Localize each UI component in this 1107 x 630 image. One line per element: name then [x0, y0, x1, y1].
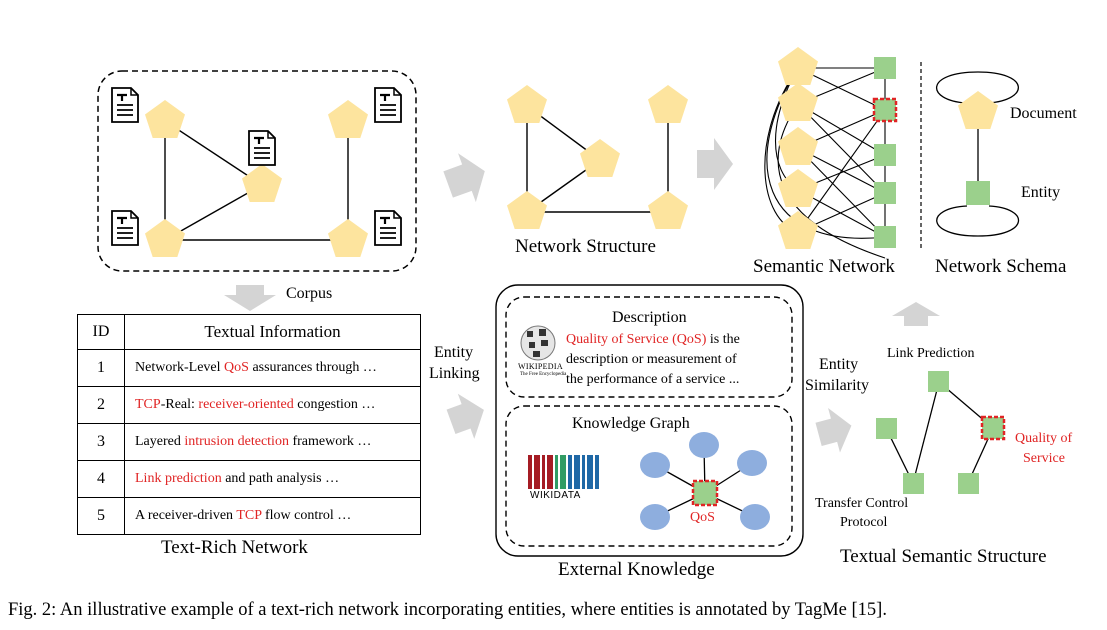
- row-text-part: framework …: [288, 434, 372, 449]
- transfer-control-label-line2: Protocol: [840, 515, 888, 530]
- wikipedia-tagline: The Free Encyclopedia: [520, 372, 567, 377]
- network-schema-label: Network Schema: [935, 256, 1067, 277]
- row-text-part: -Real:: [160, 397, 199, 412]
- entity-similarity-label-line2: Similarity: [805, 377, 869, 394]
- document-icon: [110, 86, 140, 124]
- text-rich-network-label: Text-Rich Network: [161, 537, 308, 558]
- entity-similarity-label-line1: Entity: [819, 356, 859, 373]
- row-text: Layered intrusion detection framework …: [124, 423, 421, 461]
- link-prediction-label: Link Prediction: [887, 346, 975, 361]
- semantic-network-label: Semantic Network: [753, 256, 895, 277]
- row-text-part: and path analysis …: [221, 471, 340, 486]
- document-node: [145, 100, 185, 138]
- document-node: [328, 219, 368, 257]
- document-label: Document: [1010, 105, 1077, 122]
- knowledge-graph-title: Knowledge Graph: [572, 415, 690, 432]
- description-line1: Quality of Service (QoS) is the: [566, 332, 740, 348]
- row-id: 4: [77, 460, 125, 498]
- row-text-part: A receiver-driven: [135, 508, 237, 523]
- wikipedia-name: WIKIPEDIA: [518, 362, 563, 371]
- wikipedia-globe-icon: [520, 325, 556, 361]
- network-structure-graph: [507, 85, 688, 229]
- row-text: TCP-Real: receiver-oriented congestion …: [124, 386, 421, 424]
- entity-label: Entity: [1021, 184, 1061, 201]
- row-text: Link prediction and path analysis …: [124, 460, 421, 498]
- row-id: 5: [77, 497, 125, 535]
- network-schema-graph: [936, 71, 1020, 237]
- corpus-label: Corpus: [286, 285, 333, 302]
- row-text: Network-Level QoS assurances through …: [124, 349, 421, 387]
- entity-mention: QoS: [224, 360, 249, 375]
- row-text-part: Network-Level: [135, 360, 225, 375]
- document-node: [242, 164, 282, 202]
- description-line3: the performance of a service ...: [566, 372, 740, 387]
- textual-semantic-graph: [876, 371, 1006, 494]
- entity-linking-label-line1: Entity: [434, 344, 474, 361]
- row-text-part: Layered: [135, 434, 185, 449]
- row-text-part: assurances through …: [248, 360, 377, 375]
- knowledge-graph: [640, 432, 770, 530]
- arrow-right: [815, 408, 852, 453]
- corpus-network-box: [97, 70, 417, 272]
- row-text: A receiver-driven TCP flow control …: [124, 497, 421, 535]
- arrow-right: [443, 153, 485, 203]
- description-line2: description or measurement of: [566, 352, 737, 367]
- row-id: 2: [77, 386, 125, 424]
- quality-of-service-label-line1: Quality of: [1015, 431, 1073, 446]
- entity-linking-label-line2: Linking: [429, 365, 480, 382]
- table-header-id: ID: [77, 314, 125, 350]
- arrow-up: [892, 302, 940, 326]
- network-structure-label: Network Structure: [515, 236, 656, 257]
- document-icon: [110, 209, 140, 247]
- description-title: Description: [612, 309, 687, 326]
- entity-mention: intrusion detection: [184, 434, 289, 449]
- external-knowledge-box: [495, 284, 804, 557]
- textual-semantic-structure-label: Textual Semantic Structure: [840, 546, 1047, 567]
- description-line1-rest: is the: [706, 332, 740, 347]
- document-node: [145, 219, 185, 257]
- flow-arrows: [224, 138, 940, 453]
- entity-mention: Link prediction: [135, 471, 222, 486]
- entity-mention: TCP: [236, 508, 262, 523]
- document-icon: [373, 209, 403, 247]
- row-text-part: flow control …: [261, 508, 352, 523]
- row-id: 1: [77, 349, 125, 387]
- entity-mention: TCP: [135, 397, 161, 412]
- quality-of-service-label-line2: Service: [1023, 451, 1065, 466]
- entity-mention: receiver-oriented: [198, 397, 294, 412]
- semantic-network-graph: [764, 47, 922, 259]
- table-header-text: Textual Information: [124, 314, 421, 350]
- qos-entity-label: QoS: [690, 510, 715, 525]
- wikidata-name: WIKIDATA: [530, 490, 581, 501]
- transfer-control-label-line1: Transfer Control: [815, 496, 909, 511]
- wikidata-barcode-icon: [528, 455, 599, 489]
- arrow-right: [697, 138, 733, 190]
- document-icon: [373, 86, 403, 124]
- arrow-down: [224, 285, 276, 311]
- figure-caption: Fig. 2: An illustrative example of a tex…: [8, 600, 887, 620]
- document-icon: [247, 129, 277, 167]
- row-id: 3: [77, 423, 125, 461]
- qos-entity-text: Quality of Service (QoS): [566, 332, 707, 347]
- external-knowledge-label: External Knowledge: [558, 559, 715, 580]
- row-text-part: congestion …: [293, 397, 376, 412]
- document-node: [328, 100, 368, 138]
- arrow-right: [446, 393, 484, 439]
